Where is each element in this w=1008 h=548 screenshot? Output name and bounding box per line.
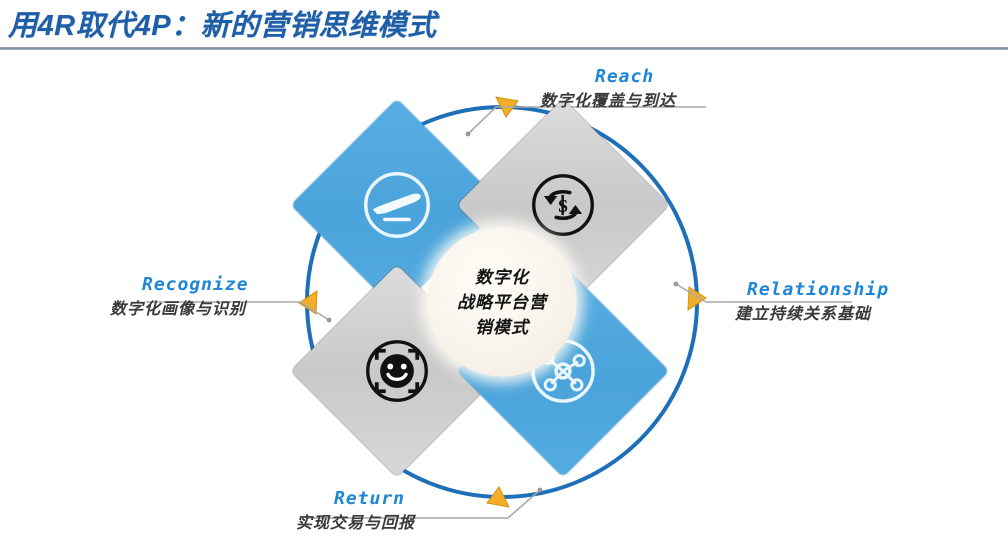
label-return: Return 实现交易与回报 bbox=[296, 488, 415, 533]
connector-dot-relationship bbox=[673, 281, 679, 287]
connector-reach bbox=[467, 106, 706, 135]
label-recognize-en: Recognize bbox=[142, 274, 249, 295]
label-return-cn: 实现交易与回报 bbox=[296, 515, 416, 532]
ring-and-connectors bbox=[146, 96, 852, 519]
center-line-2: 战略平台营 bbox=[457, 292, 547, 312]
ring-arrow-left bbox=[298, 290, 318, 315]
node-reach[interactable] bbox=[290, 98, 504, 312]
center-label: 数字化 战略平台营 销模式 bbox=[427, 227, 577, 377]
connector-dot-reach bbox=[465, 131, 471, 137]
label-recognize-cn: 数字化画像与识别 bbox=[110, 301, 247, 318]
face-recognition-icon bbox=[322, 296, 472, 446]
connector-dot-recognize bbox=[326, 317, 332, 323]
title-bar: 用4R取代4P：新的营销思维模式 bbox=[0, 0, 1008, 52]
page-title: 用4R取代4P：新的营销思维模式 bbox=[8, 10, 437, 42]
node-return[interactable]: S bbox=[456, 98, 670, 312]
title-divider bbox=[0, 47, 1008, 50]
label-return-en: Return bbox=[334, 488, 406, 509]
center-line-1: 数字化 bbox=[475, 267, 529, 287]
label-relationship: Relationship 建立持续关系基础 bbox=[735, 279, 889, 324]
label-reach: Reach 数字化覆盖与到达 bbox=[540, 66, 676, 111]
label-reach-en: Reach bbox=[595, 66, 655, 87]
connector-relationship bbox=[675, 283, 852, 303]
label-relationship-en: Relationship bbox=[747, 279, 890, 300]
marketing-model-diagram: S bbox=[0, 52, 1008, 548]
connector-dot-return bbox=[537, 487, 543, 493]
label-reach-cn: 数字化覆盖与到达 bbox=[540, 93, 677, 110]
label-recognize: Recognize 数字化画像与识别 bbox=[110, 274, 249, 319]
money-cycle-icon: S bbox=[488, 130, 638, 280]
ring-arrow-bottom bbox=[486, 486, 510, 508]
connector-return bbox=[308, 489, 541, 519]
center-line-3: 销模式 bbox=[475, 317, 529, 337]
node-recognize[interactable] bbox=[290, 264, 504, 478]
label-relationship-cn: 建立持续关系基础 bbox=[735, 306, 872, 323]
connector-recognize bbox=[146, 301, 330, 321]
ring-arrow-right bbox=[687, 286, 707, 311]
plane-takeoff-icon bbox=[322, 130, 472, 280]
